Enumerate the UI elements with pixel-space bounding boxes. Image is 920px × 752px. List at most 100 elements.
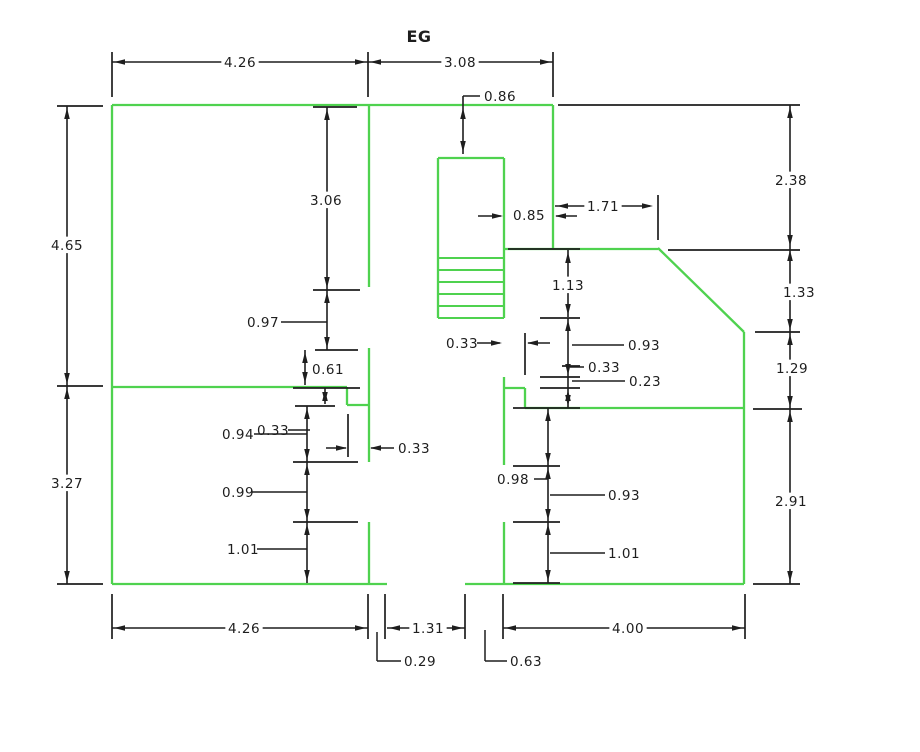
dimension-arrow bbox=[545, 453, 551, 464]
dimension-arrow bbox=[565, 395, 571, 406]
dimension-arrow bbox=[64, 108, 70, 119]
dimension-label: 4.65 bbox=[51, 238, 83, 254]
dimension-arrow bbox=[545, 524, 551, 535]
dimension-label: 1.01 bbox=[227, 542, 259, 558]
wall-line bbox=[657, 247, 745, 333]
dimension-label: 0.61 bbox=[312, 362, 344, 378]
dimension-label: 1.31 bbox=[412, 621, 444, 637]
dimension-label: 2.38 bbox=[775, 173, 807, 189]
dimension-arrow bbox=[324, 109, 330, 120]
dimension-arrow bbox=[64, 571, 70, 582]
dimension-arrow bbox=[557, 203, 568, 209]
dimension-label: 1.33 bbox=[783, 285, 815, 301]
dimension-label: 0.93 bbox=[608, 488, 640, 504]
dimension-arrow bbox=[787, 571, 793, 582]
dimension-arrow bbox=[302, 372, 308, 383]
dimension-label: 1.71 bbox=[587, 199, 619, 215]
dimensions bbox=[57, 52, 802, 662]
dimension-label: 3.08 bbox=[444, 55, 476, 71]
dimension-arrow bbox=[324, 277, 330, 288]
dimension-arrow bbox=[452, 625, 463, 631]
dimension-arrow bbox=[304, 464, 310, 475]
dimension-arrow bbox=[355, 625, 366, 631]
dimension-label: 0.33 bbox=[398, 441, 430, 457]
dimension-arrow bbox=[545, 410, 551, 421]
dimension-arrow bbox=[732, 625, 743, 631]
dimension-label: 0.33 bbox=[257, 423, 289, 439]
dimension-arrow bbox=[565, 364, 571, 375]
dimension-arrow bbox=[114, 59, 125, 65]
dimension-arrow bbox=[304, 449, 310, 460]
dimension-label: 3.27 bbox=[51, 476, 83, 492]
dimension-arrow bbox=[787, 319, 793, 330]
label-background bbox=[772, 492, 810, 510]
dimension-label: 4.26 bbox=[228, 621, 260, 637]
dimension-arrow bbox=[540, 59, 551, 65]
dimension-label: 1.13 bbox=[552, 278, 584, 294]
dimension-arrow bbox=[787, 235, 793, 246]
dimension-label: 4.26 bbox=[224, 55, 256, 71]
dimension-arrow bbox=[64, 388, 70, 399]
label-background bbox=[307, 191, 345, 209]
label-background bbox=[584, 197, 622, 215]
dimension-label: 0.98 bbox=[497, 472, 529, 488]
dimension-arrow bbox=[491, 340, 502, 346]
dimension-arrow bbox=[565, 252, 571, 263]
dimension-arrow bbox=[492, 213, 503, 219]
dimension-label: 1.01 bbox=[608, 546, 640, 562]
dimension-arrow bbox=[555, 213, 566, 219]
label-background bbox=[609, 619, 647, 637]
dimension-arrow bbox=[336, 445, 347, 451]
dimension-label: 4.00 bbox=[612, 621, 644, 637]
dimension-label: 0.33 bbox=[588, 360, 620, 376]
dimension-arrow bbox=[114, 625, 125, 631]
dimension-label: 0.86 bbox=[484, 89, 516, 105]
dimension-arrow bbox=[787, 250, 793, 261]
dimension-label: 2.91 bbox=[775, 494, 807, 510]
drawing-title-text: EG bbox=[406, 27, 431, 46]
staircase bbox=[438, 257, 504, 319]
dimension-label: 0.29 bbox=[404, 654, 436, 670]
dimension-arrow bbox=[545, 509, 551, 520]
label-background bbox=[780, 283, 818, 301]
label-background bbox=[48, 236, 86, 254]
dimension-arrow bbox=[787, 411, 793, 422]
dimension-arrow bbox=[324, 292, 330, 303]
dimension-arrow bbox=[322, 392, 328, 403]
dimension-arrow bbox=[370, 445, 381, 451]
label-background bbox=[409, 619, 447, 637]
label-background bbox=[48, 474, 86, 492]
dimension-label: 0.23 bbox=[629, 374, 661, 390]
dimension-label: 0.93 bbox=[628, 338, 660, 354]
dimension-label: 0.99 bbox=[222, 485, 254, 501]
label-background bbox=[549, 276, 587, 294]
dimension-arrow bbox=[565, 320, 571, 331]
dimension-label: 1.29 bbox=[776, 361, 808, 377]
dimension-label: 0.33 bbox=[446, 336, 478, 352]
dimension-label: 0.94 bbox=[222, 427, 254, 443]
dimension-arrow bbox=[787, 334, 793, 345]
dimension-arrow bbox=[389, 625, 400, 631]
dimension-arrow bbox=[460, 108, 466, 119]
dimension-arrow bbox=[505, 625, 516, 631]
dimension-arrow bbox=[370, 59, 381, 65]
dimension-arrow bbox=[304, 408, 310, 419]
dimension-arrow bbox=[355, 59, 366, 65]
dimension-arrow bbox=[545, 570, 551, 581]
label-background bbox=[225, 619, 263, 637]
dimension-arrow bbox=[642, 203, 653, 209]
dimension-arrow bbox=[324, 337, 330, 348]
dimension-arrow bbox=[64, 373, 70, 384]
dimension-label: 0.63 bbox=[510, 654, 542, 670]
label-background bbox=[441, 53, 479, 71]
dimension-arrow bbox=[304, 524, 310, 535]
label-background bbox=[772, 171, 810, 189]
dimension-arrow bbox=[302, 352, 308, 363]
dimension-labels: EG 4.26 3.08 0.86 4.65 3.27 2.38 1.33 1.29 2.91 3.… bbox=[48, 27, 818, 670]
dimension-arrow bbox=[460, 141, 466, 152]
dimension-arrow bbox=[565, 304, 571, 315]
dimension-arrow bbox=[787, 107, 793, 118]
dimension-label: 3.06 bbox=[310, 193, 342, 209]
